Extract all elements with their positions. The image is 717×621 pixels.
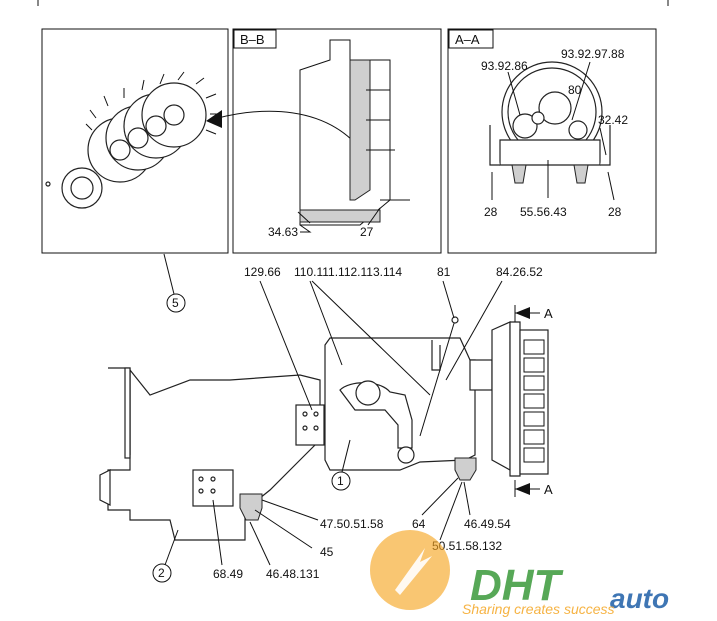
label-46-48-131: 46.48.131 [266, 567, 320, 581]
leader-line [341, 439, 351, 473]
leader-line [261, 499, 319, 521]
label-110-114: 110.111.112.113.114 [294, 265, 402, 279]
leader-line [309, 280, 343, 366]
leader-line [259, 280, 313, 411]
label-bb-34-63: 34.63 [268, 225, 298, 239]
leader-line [254, 509, 313, 549]
view-arrow-top: A [514, 305, 553, 322]
arrow-label-a-top: A [544, 306, 553, 321]
leader-line [442, 280, 455, 319]
label-68-49: 68.49 [213, 567, 243, 581]
watermark-brand2: auto [610, 583, 669, 614]
label-bb-27: 27 [360, 225, 374, 239]
leader-line [212, 499, 223, 566]
label-aa-32-42: 32.42 [598, 113, 628, 127]
leader-line [507, 71, 521, 116]
callout-circle-5 [166, 293, 186, 313]
leader-line [463, 481, 471, 516]
leader-line [311, 280, 431, 396]
label-aa-80: 80 [568, 83, 582, 97]
leader-line [297, 211, 311, 224]
section-label-aa: A–A [455, 32, 480, 47]
detail-panel-aa: A–A 93.92.86 93.92.97.88 80 32.42 28 55.… [447, 28, 657, 254]
leader-line [421, 477, 459, 516]
label-aa-28-right: 28 [608, 205, 622, 219]
watermark-brand: DHT [470, 561, 564, 610]
label-84-26-52: 84.26.52 [496, 265, 543, 279]
main-engine-assembly [99, 316, 549, 541]
leader-line [164, 529, 179, 566]
leader-line [367, 207, 381, 226]
label-64: 64 [412, 517, 426, 531]
arrow-head [206, 110, 222, 128]
label-47-50-51-58: 47.50.51.58 [320, 517, 384, 531]
arrow-label-a-bottom: A [544, 482, 553, 497]
leader-line [439, 481, 463, 541]
label-46-49-54: 46.49.54 [464, 517, 511, 531]
watermark-logo: DHT auto Sharing creates success [370, 530, 669, 617]
callout-2: 2 [158, 566, 165, 580]
label-aa-93-92-86: 93.92.86 [481, 59, 528, 73]
leader-line [599, 127, 607, 156]
label-aa-93-92-97-88: 93.92.97.88 [561, 47, 625, 61]
label-45: 45 [320, 545, 334, 559]
callout-circle-1 [331, 471, 351, 491]
callout-1: 1 [337, 474, 344, 488]
leader-line [249, 521, 271, 566]
label-aa-55-56-43: 55.56.43 [520, 205, 567, 219]
callout-circle-2 [152, 563, 172, 583]
leader-line [607, 171, 615, 201]
leader-line [163, 253, 175, 295]
label-129-66: 129.66 [244, 265, 281, 279]
mount-right [454, 457, 477, 481]
callout-5: 5 [172, 296, 179, 310]
mount-left [239, 493, 263, 521]
label-aa-28-left: 28 [484, 205, 498, 219]
leader-line [571, 61, 591, 121]
detail-panel-bb: B–B 34.63 27 [232, 28, 442, 254]
sprocket-stack [85, 71, 220, 183]
label-81: 81 [437, 265, 451, 279]
leader-line [445, 280, 503, 381]
detail-panel-5 [41, 28, 353, 254]
label-50-51-58-132: 50.51.58.132 [432, 539, 502, 553]
section-label-bb: B–B [240, 32, 265, 47]
view-arrow-bottom: A [514, 480, 553, 497]
watermark-tagline: Sharing creates success [462, 601, 615, 617]
